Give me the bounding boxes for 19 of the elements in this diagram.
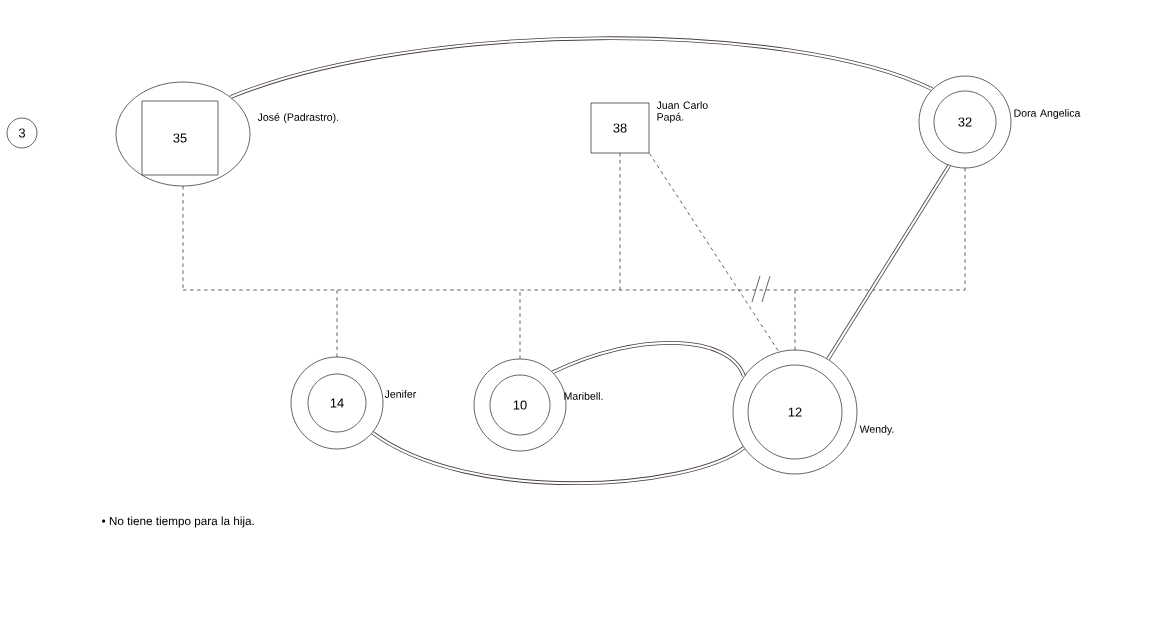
- person-name: Jenifer: [384, 390, 417, 398]
- relationship-line: [371, 431, 745, 486]
- person-name: José (Padrastro).: [257, 113, 339, 123]
- person-square: 38: [590, 102, 650, 154]
- relationship-line: [826, 164, 951, 361]
- person-name: Maribell.: [564, 392, 603, 400]
- outer-circle: [918, 75, 1012, 169]
- relationship-line: [552, 341, 746, 378]
- relationship-line: [649, 153, 780, 353]
- family-line: [182, 152, 966, 360]
- note-text: • No tiene tiempo para la hija.: [102, 516, 254, 528]
- person-name: Wendy.: [859, 425, 894, 435]
- relationship-line: [230, 36, 933, 99]
- outer-circle: [290, 356, 384, 450]
- person-name: Juan Carlo Papá.: [656, 101, 708, 123]
- outer-circle: [115, 81, 251, 187]
- person-name: Dora Angelica: [1014, 109, 1081, 119]
- outer-circle: [732, 349, 858, 475]
- person-square: 35: [141, 100, 219, 176]
